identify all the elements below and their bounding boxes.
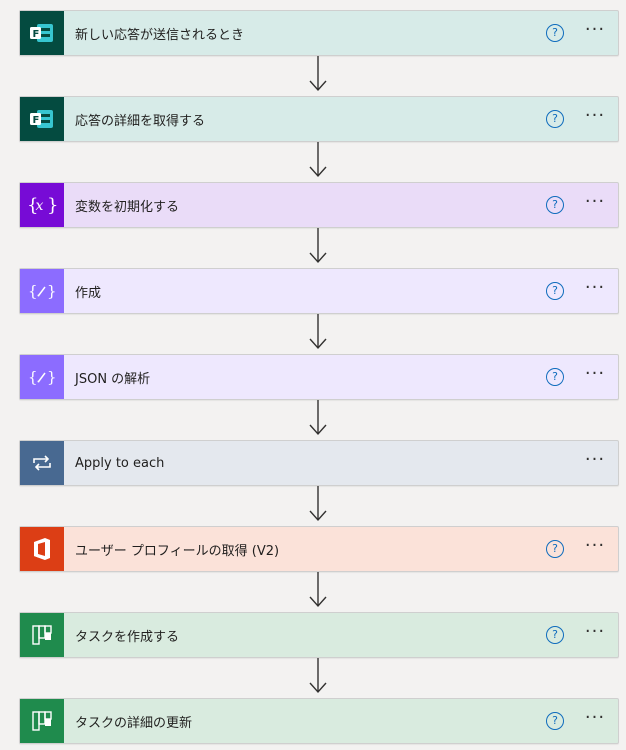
help-icon[interactable]: ?: [546, 196, 564, 214]
svg-text:x: x: [36, 198, 44, 214]
loop-icon: [20, 441, 64, 485]
more-options-icon[interactable]: ···: [584, 535, 606, 556]
step-card-update-task-details[interactable]: タスクの詳細の更新 ? ···: [19, 698, 619, 744]
step-title: タスクの詳細の更新: [75, 715, 193, 731]
step-card-apply-to-each[interactable]: Apply to each ···: [19, 440, 619, 486]
data-operation-icon: {}: [20, 355, 64, 399]
connector-arrow: [19, 658, 619, 698]
step-card-parse-json[interactable]: {} JSON の解析 ? ···: [19, 354, 619, 400]
help-icon[interactable]: ?: [546, 24, 564, 42]
more-options-icon[interactable]: ···: [584, 363, 606, 384]
help-icon[interactable]: ?: [546, 368, 564, 386]
help-icon[interactable]: ?: [546, 110, 564, 128]
more-options-icon[interactable]: ···: [584, 707, 606, 728]
step-title: 応答の詳細を取得する: [75, 113, 206, 129]
more-options-icon[interactable]: ···: [584, 277, 606, 298]
step-card-forms-trigger[interactable]: F 新しい応答が送信されるとき ? ···: [19, 10, 619, 56]
step-card-create-task[interactable]: タスクを作成する ? ···: [19, 612, 619, 658]
step-title: タスクを作成する: [75, 629, 180, 645]
more-options-icon[interactable]: ···: [584, 621, 606, 642]
step-card-get-user-profile[interactable]: ユーザー プロフィールの取得 (V2) ? ···: [19, 526, 619, 572]
step-card-initialize-variable[interactable]: {x} 変数を初期化する ? ···: [19, 182, 619, 228]
connector-arrow: [19, 572, 619, 612]
connector-arrow: [19, 142, 619, 182]
help-icon[interactable]: ?: [546, 282, 564, 300]
forms-icon: F: [20, 97, 64, 141]
svg-text:{: {: [28, 368, 38, 386]
planner-icon: [20, 613, 64, 657]
connector-arrow: [19, 228, 619, 268]
step-card-compose[interactable]: {} 作成 ? ···: [19, 268, 619, 314]
connector-arrow: [19, 56, 619, 96]
step-title: 変数を初期化する: [75, 199, 180, 215]
step-title: JSON の解析: [75, 371, 151, 387]
step-title: ユーザー プロフィールの取得 (V2): [75, 543, 280, 559]
step-title: 新しい応答が送信されるとき: [75, 27, 245, 43]
connector-arrow: [19, 486, 619, 526]
more-options-icon[interactable]: ···: [584, 105, 606, 126]
step-card-get-response-details[interactable]: F 応答の詳細を取得する ? ···: [19, 96, 619, 142]
help-icon[interactable]: ?: [546, 540, 564, 558]
data-operation-icon: {}: [20, 269, 64, 313]
help-icon[interactable]: ?: [546, 712, 564, 730]
svg-text:}: }: [47, 282, 56, 300]
svg-text:}: }: [47, 368, 56, 386]
connector-arrow: [19, 314, 619, 354]
step-title: 作成: [75, 285, 102, 301]
help-icon[interactable]: ?: [546, 626, 564, 644]
flow-canvas: F 新しい応答が送信されるとき ? ··· F 応答の詳細を取得する ? ···…: [19, 10, 619, 744]
variable-icon: {x}: [20, 183, 64, 227]
planner-icon: [20, 699, 64, 743]
office365-icon: [20, 527, 64, 571]
svg-text:{: {: [28, 282, 38, 300]
connector-arrow: [19, 400, 619, 440]
more-options-icon[interactable]: ···: [584, 19, 606, 40]
forms-icon: F: [20, 11, 64, 55]
more-options-icon[interactable]: ···: [584, 191, 606, 212]
more-options-icon[interactable]: ···: [584, 449, 606, 470]
svg-text:F: F: [33, 29, 40, 40]
step-title: Apply to each: [75, 455, 165, 471]
svg-text:{: {: [27, 195, 38, 216]
svg-text:}: }: [47, 195, 57, 216]
svg-text:F: F: [33, 115, 40, 126]
